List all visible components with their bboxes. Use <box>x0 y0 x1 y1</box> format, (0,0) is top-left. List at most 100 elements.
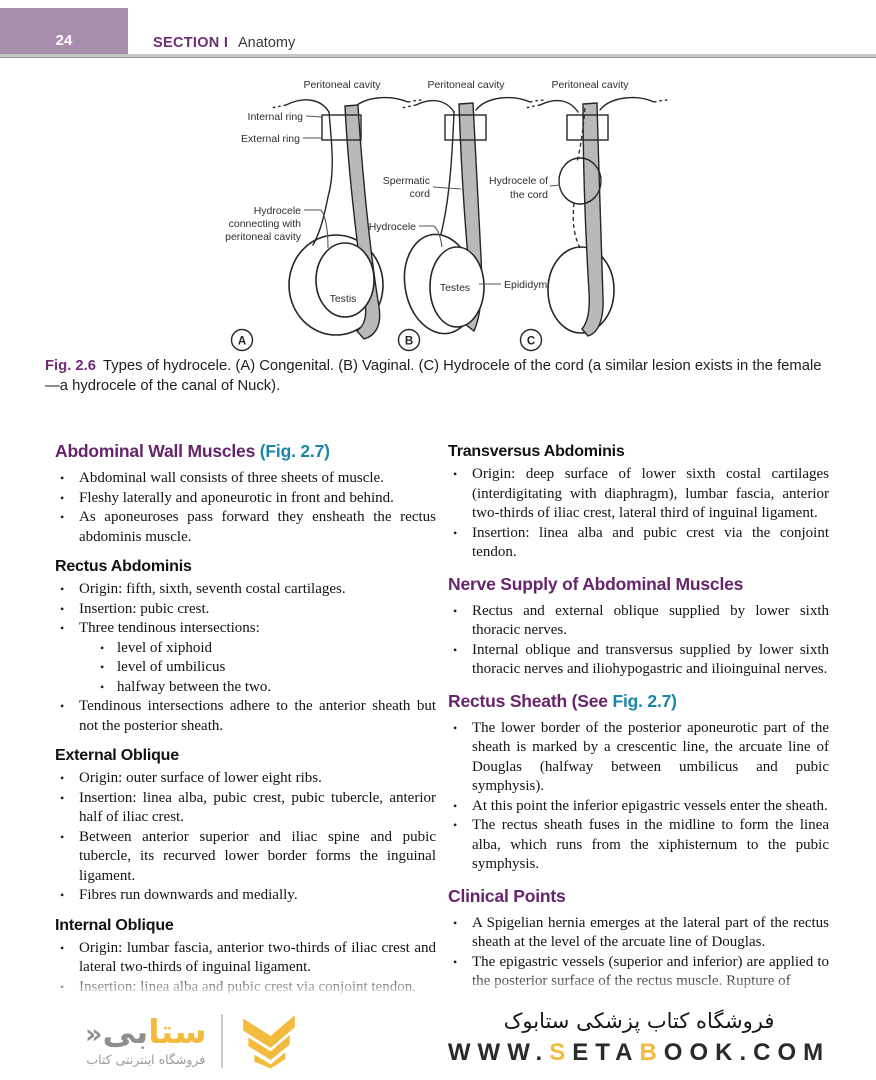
bullet-item: Origin: fifth, sixth, seventh costal car… <box>55 580 436 600</box>
bullet-item: Insertion: linea alba and pubic crest vi… <box>55 978 436 998</box>
bullet-dot <box>55 769 79 789</box>
bullet-dot <box>55 828 79 887</box>
page-number: 24 <box>55 32 73 49</box>
figure-label-testes: Testes <box>440 282 470 294</box>
bullet-item: Between anterior superior and iliac spin… <box>55 828 436 887</box>
bullet-dot <box>448 641 472 680</box>
bullet-dot <box>448 602 472 641</box>
logo-wordmark-block: ستابی« فروشگاه اینترنتی کتاب <box>85 1011 207 1068</box>
bullet-dot <box>55 600 79 620</box>
bullet-dot <box>448 465 472 524</box>
bullet-dot <box>95 658 117 678</box>
bullet-item: Fleshy laterally and aponeurotic in fron… <box>55 489 436 509</box>
figure-caption-number: Fig. 2.6 <box>45 358 96 374</box>
shop-name: فروشگاه کتاب پزشکی ستابوک <box>503 1009 775 1033</box>
figure-label-hydrocele-connecting-1: Hydrocele <box>254 205 301 217</box>
figure-label-internal-ring: Internal ring <box>248 111 304 123</box>
heading-text: Abdominal Wall Muscles <box>55 441 260 461</box>
bullet-item: The lower border of the posterior aponeu… <box>448 719 829 797</box>
logo-tagline: فروشگاه اینترنتی کتاب <box>86 1052 206 1068</box>
bullet-dot <box>55 619 79 639</box>
figure-label-peritoneal-cavity-a: Peritoneal cavity <box>303 79 381 91</box>
url-accent-b: B <box>639 1039 664 1067</box>
figure-reference: Fig. 2.7) <box>612 690 677 711</box>
chevrons-emblem-icon <box>242 1015 295 1069</box>
bullet-item: Insertion: pubic crest. <box>55 600 436 620</box>
left-column: Abdominal Wall Muscles (Fig. 2.7) Abdomi… <box>55 438 436 998</box>
page-number-box: 24 <box>0 8 128 54</box>
bullet-item: Insertion: linea alba and pubic crest vi… <box>448 524 829 563</box>
bullet-dot <box>95 678 117 698</box>
figure-label-epididymis: Epididymis <box>504 279 555 291</box>
logo-divider <box>220 1014 223 1068</box>
bullet-item: Three tendinous intersections: <box>55 619 436 639</box>
heading-clinical-points: Clinical Points <box>448 885 566 906</box>
figure-label-spermatic-2: cord <box>410 188 431 200</box>
bullet-dot <box>448 816 472 875</box>
figure-label-hydrocele-cord-1: Hydrocele of <box>489 175 548 187</box>
bullet-dot <box>55 469 79 489</box>
figure-label-spermatic-1: Spermatic <box>383 175 430 187</box>
heading-external-oblique: External Oblique <box>55 747 179 764</box>
url-accent-s: S <box>549 1039 573 1067</box>
bullet-item: Origin: lumbar fascia, anterior two-thir… <box>55 939 436 978</box>
figure-label-hydrocele: Hydrocele <box>369 221 416 233</box>
url-part: OOK.COM <box>663 1039 831 1067</box>
bullet-dot <box>448 719 472 797</box>
bullet-item: The epigastric vessels (superior and inf… <box>448 953 829 992</box>
figure-label-peritoneal-cavity-b: Peritoneal cavity <box>427 79 505 91</box>
bullet-item: A Spigelian hernia emerges at the latera… <box>448 914 829 953</box>
heading-nerve-supply: Nerve Supply of Abdominal Muscles <box>448 573 744 594</box>
heading-rectus-sheath: Rectus Sheath (See Fig. 2.7) <box>448 691 829 712</box>
bullet-dot <box>448 524 472 563</box>
bullet-item: Fibres run upwards and medially at right… <box>55 997 436 998</box>
footer: ستابی« فروشگاه اینترنتی کتاب فروشگاه کتا… <box>0 1000 876 1080</box>
bullet-item: Insertion: linea alba, pubic crest, pubi… <box>55 789 436 828</box>
panel-a-badge: A <box>238 336 246 348</box>
bullet-item: Internal oblique and transversus supplie… <box>448 641 829 680</box>
bullet-dot <box>448 797 472 817</box>
panel-b-badge: B <box>405 336 413 348</box>
bullet-item: Origin: deep surface of lower sixth cost… <box>448 465 829 524</box>
bullet-item: Fibres run downwards and medially. <box>55 886 436 906</box>
bullet-item: The rectus sheath fuses in the midline t… <box>448 816 829 875</box>
footer-right-block: فروشگاه کتاب پزشکی ستابوک WWW.SETABOOK.C… <box>424 1008 854 1067</box>
figure-reference: (Fig. 2.7) <box>259 441 330 461</box>
bullet-dot <box>55 789 79 828</box>
body-columns: Abdominal Wall Muscles (Fig. 2.7) Abdomi… <box>55 438 831 998</box>
heading-rectus-abdominis: Rectus Abdominis <box>55 558 192 575</box>
bullet-item: Origin: outer surface of lower eight rib… <box>55 769 436 789</box>
logo-wordmark: ستابی« <box>85 1011 207 1051</box>
wordmark-gray-part: بی <box>102 1011 149 1051</box>
heading-abdominal-wall-muscles: Abdominal Wall Muscles (Fig. 2.7) <box>55 441 436 462</box>
figure-2-6: Peritoneal cavity Testis Internal ring E… <box>178 72 708 365</box>
figure-caption-text: Types of hydrocele. (A) Congenital. (B) … <box>45 358 822 394</box>
figure-label-external-ring: External ring <box>241 133 300 145</box>
bullet-dot <box>55 997 79 998</box>
bullet-dot <box>55 489 79 509</box>
bullet-dot <box>448 953 472 992</box>
bullet-dot <box>55 508 79 547</box>
bullet-dot <box>55 939 79 978</box>
site-url: WWW.SETABOOK.COM <box>424 1039 854 1067</box>
panel-c-badge: C <box>527 336 535 348</box>
heading-internal-oblique: Internal Oblique <box>55 916 174 934</box>
section-title: Anatomy <box>238 35 296 51</box>
sub-bullet-item: halfway between the two. <box>55 678 436 698</box>
setabook-logo: ستابی« فروشگاه اینترنتی کتاب <box>85 1010 303 1072</box>
bullet-item: At this point the inferior epigastric ve… <box>448 797 829 817</box>
bullet-item: Rectus and external oblique supplied by … <box>448 602 829 641</box>
figure-label-hydrocele-connecting-3: peritoneal cavity <box>225 231 302 243</box>
figure-label-peritoneal-cavity-c: Peritoneal cavity <box>551 79 629 91</box>
right-column: Transversus Abdominis Origin: deep surfa… <box>448 438 829 992</box>
hydrocele-diagram: Peritoneal cavity Testis Internal ring E… <box>225 79 670 352</box>
figure-label-testis: Testis <box>330 293 357 305</box>
bullet-dot <box>55 978 79 998</box>
wordmark-chevron-icon: « <box>85 1018 103 1050</box>
bullet-dot <box>448 914 472 953</box>
heading-transversus-abdominis: Transversus Abdominis <box>448 443 625 460</box>
figure-label-hydrocele-cord-2: the cord <box>510 189 548 201</box>
heading-text: Rectus Sheath (See <box>448 690 613 711</box>
